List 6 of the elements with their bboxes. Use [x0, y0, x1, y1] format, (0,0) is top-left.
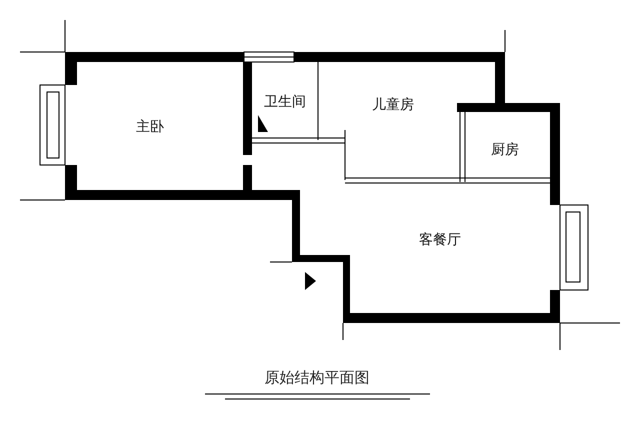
- room-label: 厨房: [491, 143, 519, 157]
- room-label: 儿童房: [372, 98, 414, 112]
- room-label: 主卧: [136, 120, 164, 134]
- plan-caption: 原始结构平面图: [264, 368, 370, 388]
- room-label: 卫生间: [264, 95, 306, 109]
- room-label: 客餐厅: [419, 233, 461, 247]
